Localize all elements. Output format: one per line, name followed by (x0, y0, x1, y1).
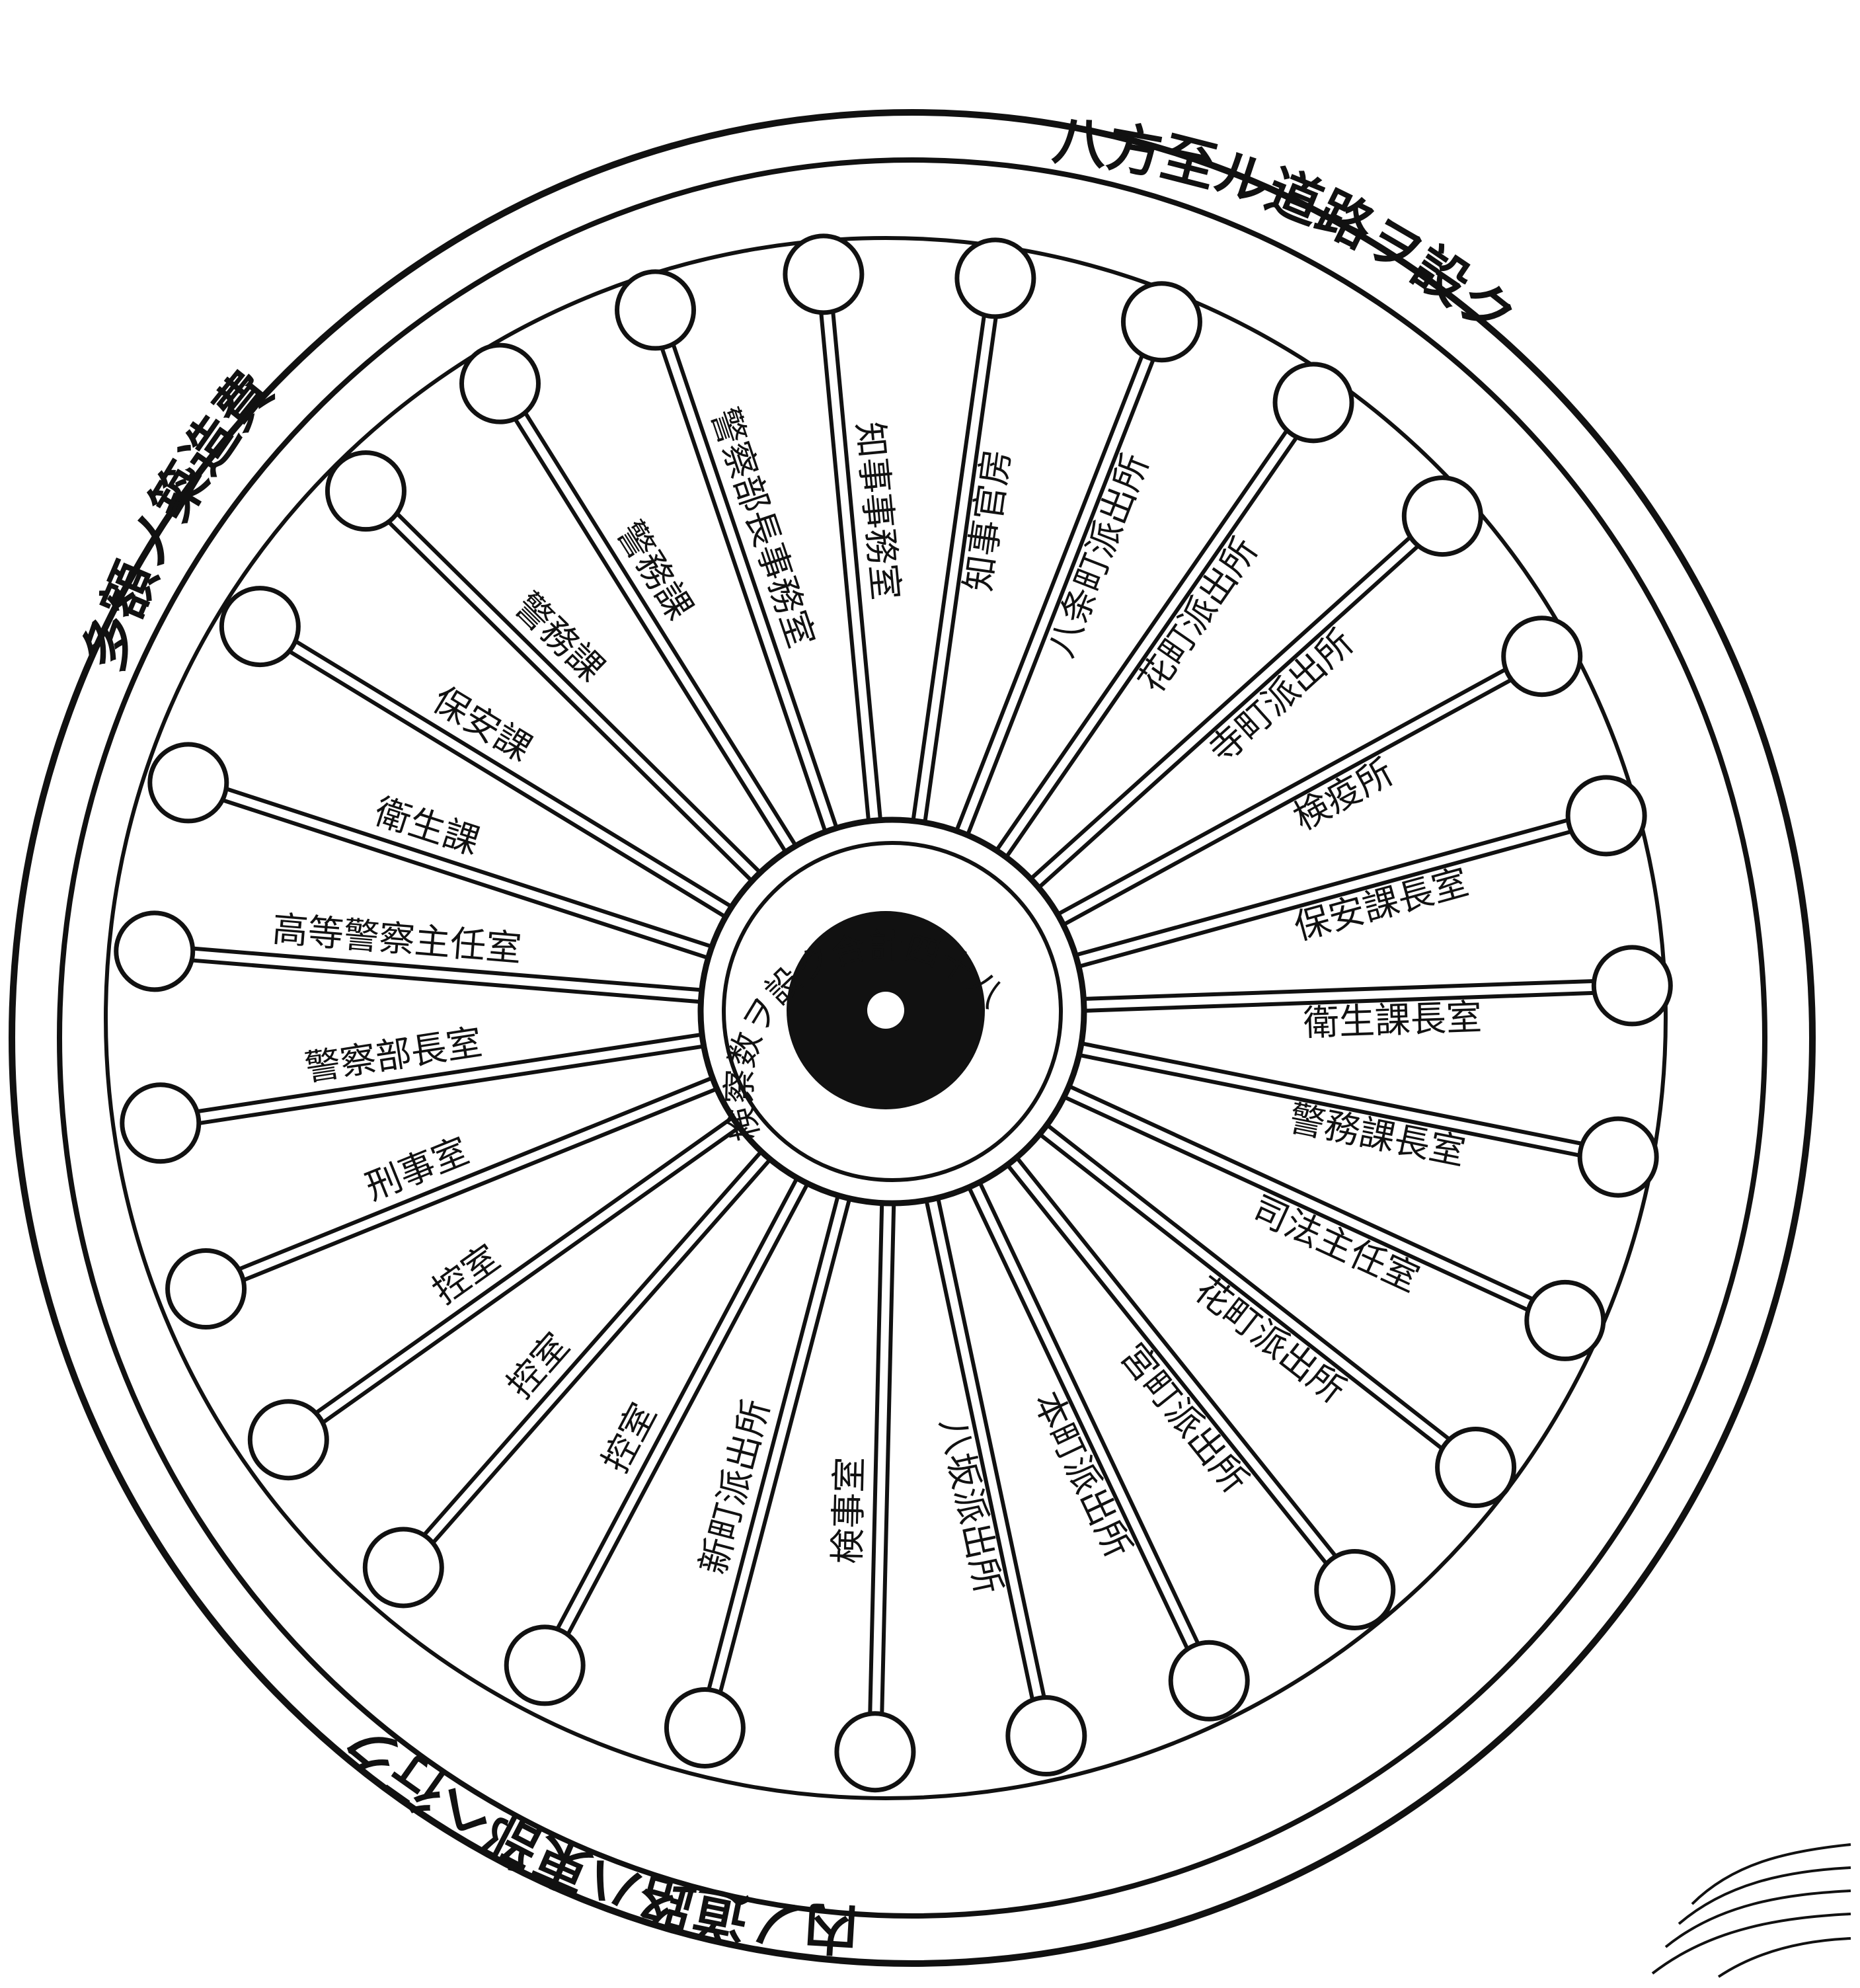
spoke-knob (837, 1714, 913, 1790)
spoke-label: 知事官房 (957, 447, 1018, 594)
spoke: 警察部長室 (122, 1021, 704, 1161)
spoke-label: 保安課長室 (1290, 861, 1473, 948)
spoke-label: 検疫所 (1286, 750, 1400, 838)
spoke-label: 八条町派出所 (1040, 448, 1157, 663)
spoke: 保安課 (221, 588, 732, 917)
spoke-rail (882, 1203, 894, 1714)
spoke-knob (116, 913, 193, 990)
spoke-label: 本町派出所 (1026, 1385, 1140, 1564)
hub-center-hole (867, 992, 904, 1029)
spoke-rail (290, 651, 725, 916)
spoke-knob (506, 1627, 583, 1704)
spoke-knob (1275, 364, 1352, 441)
spoke-knob (122, 1085, 199, 1162)
spoke-knob (1594, 947, 1670, 1024)
spoke-label: 花町派出所 (1187, 1269, 1354, 1411)
spoke-rail (821, 313, 869, 821)
spoke-knob (1504, 618, 1580, 695)
spoke: 新町派出所 (666, 1195, 849, 1766)
wave-decoration (1652, 1845, 1851, 1977)
spoke-label: 寺町派出所 (1201, 621, 1362, 772)
spoke-knob (150, 744, 227, 821)
spoke-knob (1527, 1282, 1604, 1359)
spoke-label: 控室 (594, 1396, 664, 1479)
spoke-label: 警察部長室 (302, 1021, 484, 1089)
spoke-label: 司法主任室 (1246, 1187, 1426, 1300)
spoke-label: 八坂派出所 (932, 1414, 1010, 1597)
spoke-label: 宮町派出所 (1112, 1335, 1257, 1501)
spoke-knob (168, 1251, 245, 1328)
spoke-label: 衛生課長室 (1303, 996, 1483, 1044)
spoke-knob (1123, 284, 1200, 360)
spoke-knob (221, 588, 298, 665)
spoke-rail (192, 961, 701, 1002)
ring-inscription-top-right: 八方至ル道路ヲ設ク (1050, 108, 1527, 350)
spoke-knob (1438, 1429, 1514, 1506)
spoke-knob (250, 1402, 327, 1478)
spoke-knob (461, 345, 538, 422)
spoke-knob (1008, 1698, 1085, 1774)
spoke: 警務課長室 (1079, 1043, 1657, 1195)
spoke-label: 高等警察主任室 (271, 908, 523, 970)
spoke-knob (1580, 1119, 1656, 1195)
spoke-knob (785, 236, 862, 313)
spoke-label: 新町派出所 (692, 1396, 777, 1579)
spoke-rail (870, 1203, 882, 1714)
spoke-rail (674, 344, 837, 828)
spoke-knob (365, 1529, 442, 1606)
spoke-knob (1171, 1642, 1247, 1719)
spoke-knob (1317, 1551, 1393, 1628)
spoke-knob (957, 240, 1034, 317)
spoke-knob (327, 453, 404, 530)
spoke: 衛生課長室 (1084, 947, 1671, 1044)
spoke: 検事室 (827, 1203, 913, 1790)
spoke-knob (1404, 478, 1481, 555)
spoke-rail (296, 641, 732, 906)
spoke-knob (1568, 777, 1645, 854)
ring-inscription-bottom: 内ノ道路ハ東部ヘ行ク (332, 1708, 860, 1962)
spoke-label: 検事室 (827, 1456, 871, 1564)
spoke: 八坂派出所 (926, 1198, 1084, 1774)
spoke-knob (617, 272, 694, 348)
spoke: 知事官房 (913, 240, 1033, 822)
spoke-rail (956, 355, 1142, 830)
spoke-knob (666, 1690, 743, 1767)
spoke-label: 警務課長室 (1286, 1097, 1469, 1173)
spoke: 高等警察主任室 (116, 908, 702, 1002)
